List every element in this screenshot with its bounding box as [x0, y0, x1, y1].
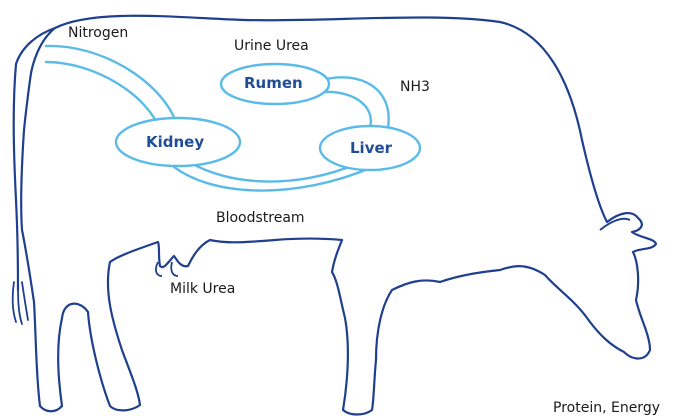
organ-liver-label: Liver — [350, 139, 392, 157]
label-urine-urea: Urine Urea — [234, 38, 309, 54]
label-milk-urea: Milk Urea — [170, 281, 235, 297]
label-bloodstream: Bloodstream — [216, 210, 305, 226]
organ-rumen-label: Rumen — [244, 74, 303, 92]
pipe-network — [46, 46, 389, 191]
label-protein-energy: Protein, Energy — [553, 400, 660, 416]
cow-tail — [14, 28, 55, 290]
organ-kidney-label: Kidney — [146, 133, 204, 151]
cow-ear — [600, 219, 630, 230]
label-nitrogen: Nitrogen — [68, 25, 128, 41]
cow-tail-tuft — [13, 282, 28, 324]
cow-outline — [21, 16, 656, 415]
label-nh3: NH3 — [400, 79, 430, 95]
